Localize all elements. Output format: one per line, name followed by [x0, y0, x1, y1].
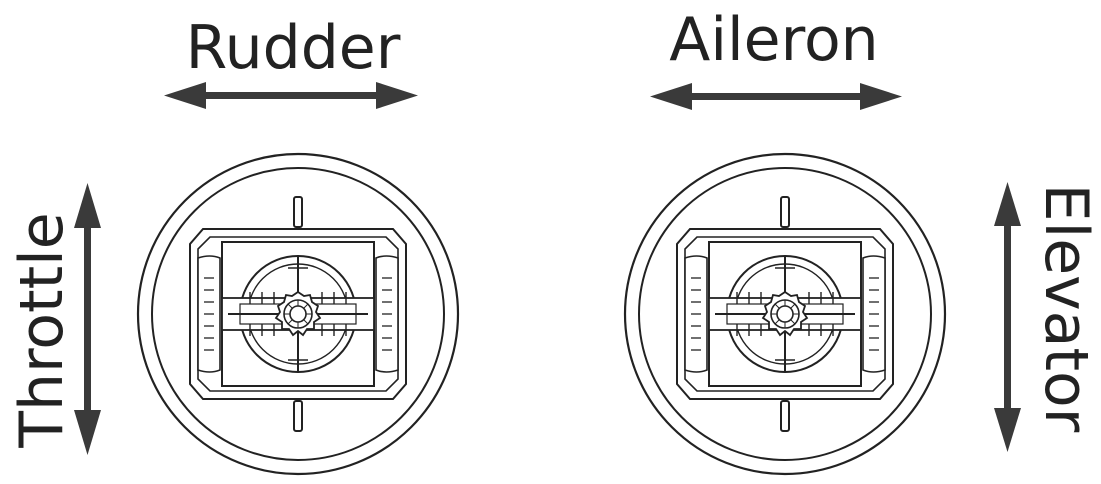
throttle-arrow-icon	[74, 183, 101, 455]
rudder-label: Rudder	[186, 13, 401, 83]
aileron-label: Aileron	[669, 5, 878, 75]
throttle-label: Throttle	[7, 212, 77, 448]
gimbal-stick-icon	[136, 152, 460, 476]
rudder-arrow-icon	[164, 82, 418, 109]
gimbal-stick-icon	[623, 152, 947, 476]
right-stick	[623, 152, 947, 476]
left-stick	[136, 152, 460, 476]
elevator-label: Elevator	[1031, 184, 1101, 433]
aileron-arrow-icon	[650, 83, 902, 110]
elevator-arrow-icon	[994, 182, 1021, 452]
